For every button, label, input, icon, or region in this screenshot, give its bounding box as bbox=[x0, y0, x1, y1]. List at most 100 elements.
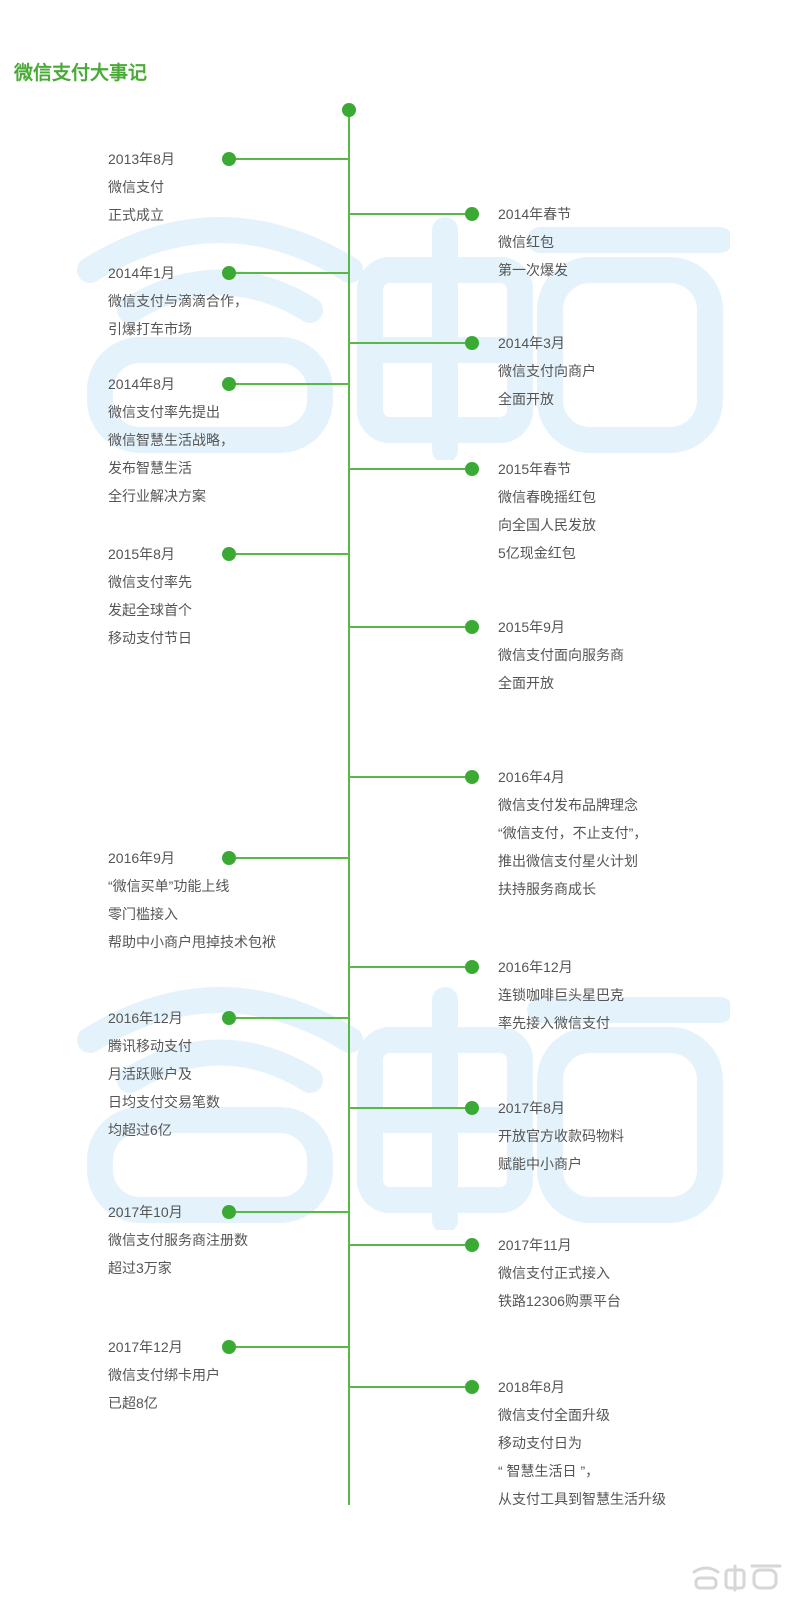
event-date: 2017年12月 bbox=[108, 1339, 183, 1355]
timeline-start-dot bbox=[342, 103, 356, 117]
timeline-dot bbox=[465, 1380, 479, 1394]
timeline-dot bbox=[222, 266, 236, 280]
event-date: 2016年12月 bbox=[498, 959, 573, 975]
event-description-line: 5亿现金红包 bbox=[498, 545, 576, 561]
timeline-event-text: 2014年1月微信支付与滴滴合作， 引爆打车市场 bbox=[108, 259, 248, 343]
event-date: 2014年春节 bbox=[498, 206, 572, 222]
timeline-connector bbox=[349, 342, 472, 344]
event-description-line: 均超过6亿 bbox=[108, 1122, 172, 1138]
event-date: 2017年8月 bbox=[498, 1100, 565, 1116]
event-description-line: 微信支付面向服务商 bbox=[498, 647, 624, 663]
event-description-line: 微信红包 bbox=[498, 234, 554, 250]
event-date: 2015年春节 bbox=[498, 461, 572, 477]
event-date: 2014年8月 bbox=[108, 376, 175, 392]
timeline-connector bbox=[349, 1386, 472, 1388]
timeline-dot bbox=[222, 547, 236, 561]
timeline-event-text: 2016年4月微信支付发布品牌理念“微信支付，不止支付”，推出微信支付星火计划扶… bbox=[498, 763, 647, 903]
event-description-line: 铁路12306购票平台 bbox=[498, 1293, 621, 1309]
event-description-line: 日均支付交易笔数 bbox=[108, 1094, 220, 1110]
timeline-dot bbox=[465, 462, 479, 476]
timeline-connector bbox=[229, 1017, 349, 1019]
timeline-event-text: 2017年12月微信支付绑卡用户已超8亿 bbox=[108, 1333, 220, 1417]
timeline-event-text: 2016年12月连锁咖啡巨头星巴克率先接入微信支付 bbox=[498, 953, 624, 1037]
timeline-event-text: 2015年9月微信支付面向服务商全面开放 bbox=[498, 613, 624, 697]
event-description-line: “微信买单”功能上线 bbox=[108, 878, 230, 894]
event-description-line: 全面开放 bbox=[498, 391, 554, 407]
brand-logo-icon bbox=[692, 1564, 782, 1592]
timeline-connector bbox=[349, 1244, 472, 1246]
event-date: 2016年9月 bbox=[108, 850, 175, 866]
event-date: 2015年9月 bbox=[498, 619, 565, 635]
timeline-event-text: 2016年12月腾讯移动支付月活跃账户及日均支付交易笔数均超过6亿 bbox=[108, 1004, 220, 1144]
event-description-line: 微信支付率先提出 bbox=[108, 404, 220, 420]
timeline-connector bbox=[349, 468, 472, 470]
timeline-dot bbox=[222, 152, 236, 166]
timeline-dot bbox=[465, 770, 479, 784]
event-description-line: 帮助中小商户甩掉技术包袱 bbox=[108, 934, 276, 950]
event-description-line: 推出微信支付星火计划 bbox=[498, 853, 638, 869]
event-date: 2014年1月 bbox=[108, 265, 175, 281]
event-description-line: 第一次爆发 bbox=[498, 262, 568, 278]
event-description-line: 发布智慧生活 bbox=[108, 460, 192, 476]
timeline-dot bbox=[222, 1340, 236, 1354]
timeline-event-text: 2013年8月微信支付正式成立 bbox=[108, 145, 175, 229]
timeline-event-text: 2017年11月微信支付正式接入铁路12306购票平台 bbox=[498, 1231, 621, 1315]
event-description-line: 开放官方收款码物料 bbox=[498, 1128, 624, 1144]
timeline-event-text: 2014年春节微信红包第一次爆发 bbox=[498, 200, 571, 284]
timeline-dot bbox=[222, 1011, 236, 1025]
timeline-connector bbox=[229, 158, 349, 160]
timeline-connector bbox=[229, 857, 349, 859]
event-description-line: 微信支付与滴滴合作， bbox=[108, 293, 248, 309]
event-description-line: 月活跃账户及 bbox=[108, 1066, 192, 1082]
timeline-connector bbox=[349, 776, 472, 778]
event-description-line: 零门槛接入 bbox=[108, 906, 178, 922]
event-description-line: 移动支付节日 bbox=[108, 630, 192, 646]
event-description-line: 微信支付向商户 bbox=[498, 363, 596, 379]
event-description-line: 微信支付绑卡用户 bbox=[108, 1367, 220, 1383]
event-description-line: 已超8亿 bbox=[108, 1395, 158, 1411]
timeline-event-text: 2017年10月微信支付服务商注册数超过3万家 bbox=[108, 1198, 248, 1282]
event-description-line: 向全国人民发放 bbox=[498, 517, 596, 533]
event-description-line: 连锁咖啡巨头星巴克 bbox=[498, 987, 624, 1003]
timeline-connector bbox=[229, 1211, 349, 1213]
event-description-line: 从支付工具到智慧生活升级 bbox=[498, 1491, 666, 1507]
event-date: 2017年11月 bbox=[498, 1237, 572, 1253]
event-date: 2013年8月 bbox=[108, 151, 175, 167]
timeline-event-text: 2018年8月微信支付全面升级移动支付日为 “ 智慧生活日 ”， 从支付工具到智慧生… bbox=[498, 1373, 666, 1513]
page-title: 微信支付大事记 bbox=[14, 63, 148, 84]
timeline-dot bbox=[465, 960, 479, 974]
timeline-connector bbox=[229, 272, 349, 274]
event-description-line: 扶持服务商成长 bbox=[498, 881, 596, 897]
event-date: 2017年10月 bbox=[108, 1204, 183, 1220]
event-description-line: 微信支付全面升级 bbox=[498, 1407, 610, 1423]
timeline-dot bbox=[465, 620, 479, 634]
event-description-line: 全面开放 bbox=[498, 675, 554, 691]
event-description-line: 引爆打车市场 bbox=[108, 321, 192, 337]
timeline-connector bbox=[349, 1107, 472, 1109]
event-description-line: 正式成立 bbox=[108, 207, 164, 223]
event-description-line: 微信支付发布品牌理念 bbox=[498, 797, 638, 813]
event-date: 2018年8月 bbox=[498, 1379, 565, 1395]
timeline-dot bbox=[222, 1205, 236, 1219]
event-description-line: 微信支付率先 bbox=[108, 574, 192, 590]
event-date: 2014年3月 bbox=[498, 335, 565, 351]
event-description-line: 赋能中小商户 bbox=[498, 1156, 582, 1172]
timeline-event-text: 2017年8月开放官方收款码物料赋能中小商户 bbox=[498, 1094, 624, 1178]
timeline-dot bbox=[465, 1238, 479, 1252]
timeline-connector bbox=[349, 966, 472, 968]
event-description-line: 移动支付日为 bbox=[498, 1435, 582, 1451]
event-date: 2016年12月 bbox=[108, 1010, 183, 1026]
event-description-line: 微信支付正式接入 bbox=[498, 1265, 610, 1281]
event-description-line: 微信支付 bbox=[108, 179, 164, 195]
event-description-line: 率先接入微信支付 bbox=[498, 1015, 610, 1031]
event-description-line: “ 智慧生活日 ”， bbox=[498, 1463, 600, 1479]
timeline-event-text: 2016年9月 “微信买单”功能上线零门槛接入帮助中小商户甩掉技术包袱 bbox=[108, 844, 276, 956]
event-date: 2015年8月 bbox=[108, 546, 175, 562]
timeline-event-text: 2015年8月微信支付率先发起全球首个移动支付节日 bbox=[108, 540, 192, 652]
timeline-dot bbox=[222, 377, 236, 391]
timeline-connector bbox=[229, 1346, 349, 1348]
timeline-connector bbox=[349, 626, 472, 628]
event-description-line: 微信支付服务商注册数 bbox=[108, 1232, 248, 1248]
event-description-line: 微信智慧生活战略， bbox=[108, 432, 234, 448]
